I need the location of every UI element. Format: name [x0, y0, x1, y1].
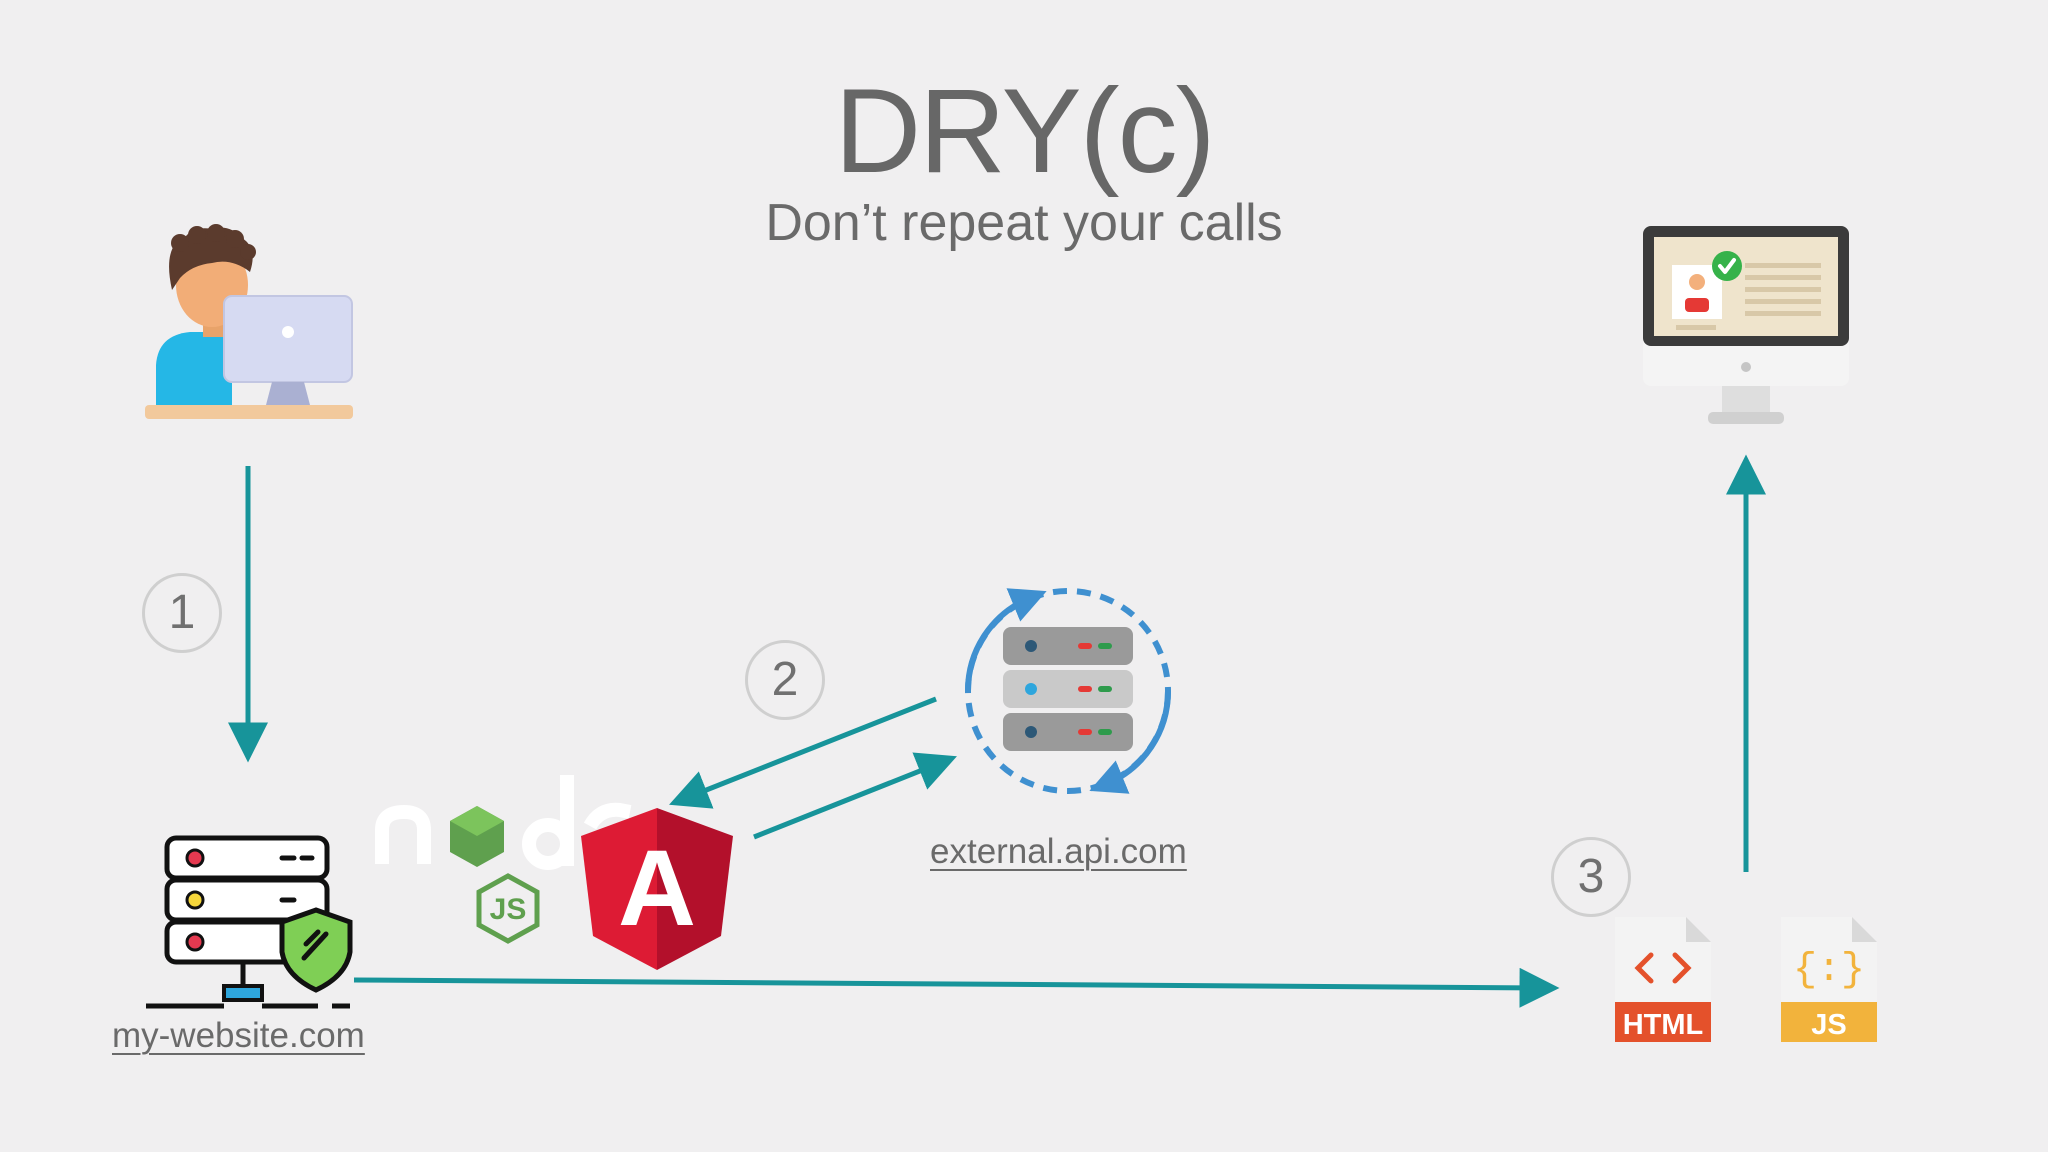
external-api-server-icon — [964, 588, 1172, 794]
svg-text:{:}: {:} — [1793, 948, 1865, 993]
js-file-icon: {:} JS — [1781, 917, 1877, 1042]
user-at-computer-icon — [145, 224, 353, 419]
step-3-badge: 3 — [1551, 837, 1631, 917]
arrow-website-to-files — [353, 967, 1560, 1008]
diagram-title: DRY(c) — [834, 64, 1215, 198]
step-1-badge: 1 — [142, 573, 222, 653]
js-file-label: JS — [1811, 1009, 1846, 1041]
monitor-profile-icon — [1643, 226, 1849, 424]
angular-logo: A — [581, 808, 733, 970]
nodejs-logo: JS — [375, 775, 632, 944]
html-file-label: HTML — [1623, 1009, 1704, 1041]
nodejs-js-label: JS — [490, 893, 527, 926]
arrow-api-to-angular — [669, 696, 937, 809]
external-api-link[interactable]: external.api.com — [930, 832, 1187, 871]
my-website-link[interactable]: my-website.com — [112, 1016, 365, 1055]
arrow-angular-to-api — [753, 752, 957, 840]
angular-letter: A — [618, 827, 696, 948]
website-server-icon — [146, 835, 353, 1009]
html-file-icon: HTML — [1615, 917, 1711, 1042]
diagram-subtitle: Don’t repeat your calls — [765, 194, 1283, 252]
step-2-badge: 2 — [745, 640, 825, 720]
